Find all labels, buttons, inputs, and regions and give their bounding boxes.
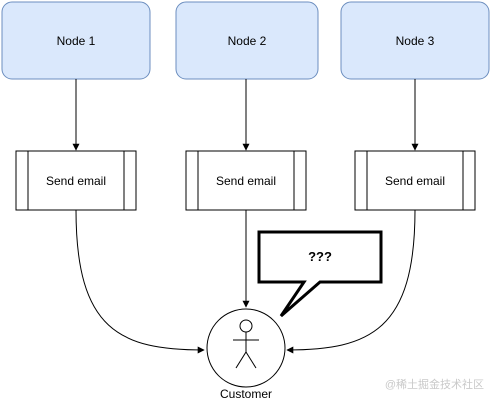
node-2-box[interactable] xyxy=(175,1,319,80)
customer-actor[interactable]: Customer xyxy=(206,308,286,401)
node-1[interactable]: Node 1 xyxy=(1,1,151,80)
speech-callout-text: ??? xyxy=(308,249,332,264)
watermark: @稀土掘金技术社区 xyxy=(385,377,484,391)
send-email-process-1[interactable]: Send email xyxy=(15,150,137,211)
speech-callout-shape[interactable] xyxy=(257,230,383,318)
stick-figure-icon xyxy=(233,319,259,369)
send-email-process-1-label: Send email xyxy=(46,174,106,188)
node-1-label: Node 1 xyxy=(57,34,96,48)
node-2[interactable]: Node 2 xyxy=(175,1,319,80)
send-email-process-3[interactable]: Send email xyxy=(354,150,476,211)
send-email-process-2[interactable]: Send email xyxy=(185,150,307,211)
send-email-process-2-box[interactable] xyxy=(185,150,307,211)
send-email-process-2-label: Send email xyxy=(216,174,276,188)
node-3[interactable]: Node 3 xyxy=(340,1,490,80)
edge-send-email-3-to-customer xyxy=(286,209,416,354)
edge-send-email-1-to-customer xyxy=(75,209,205,354)
speech-callout[interactable]: ??? xyxy=(257,230,383,318)
send-email-process-3-label: Send email xyxy=(385,174,445,188)
node-3-label: Node 3 xyxy=(396,34,435,48)
customer-label: Customer xyxy=(220,387,272,401)
send-email-process-1-box[interactable] xyxy=(15,150,137,211)
node-2-label: Node 2 xyxy=(228,34,267,48)
